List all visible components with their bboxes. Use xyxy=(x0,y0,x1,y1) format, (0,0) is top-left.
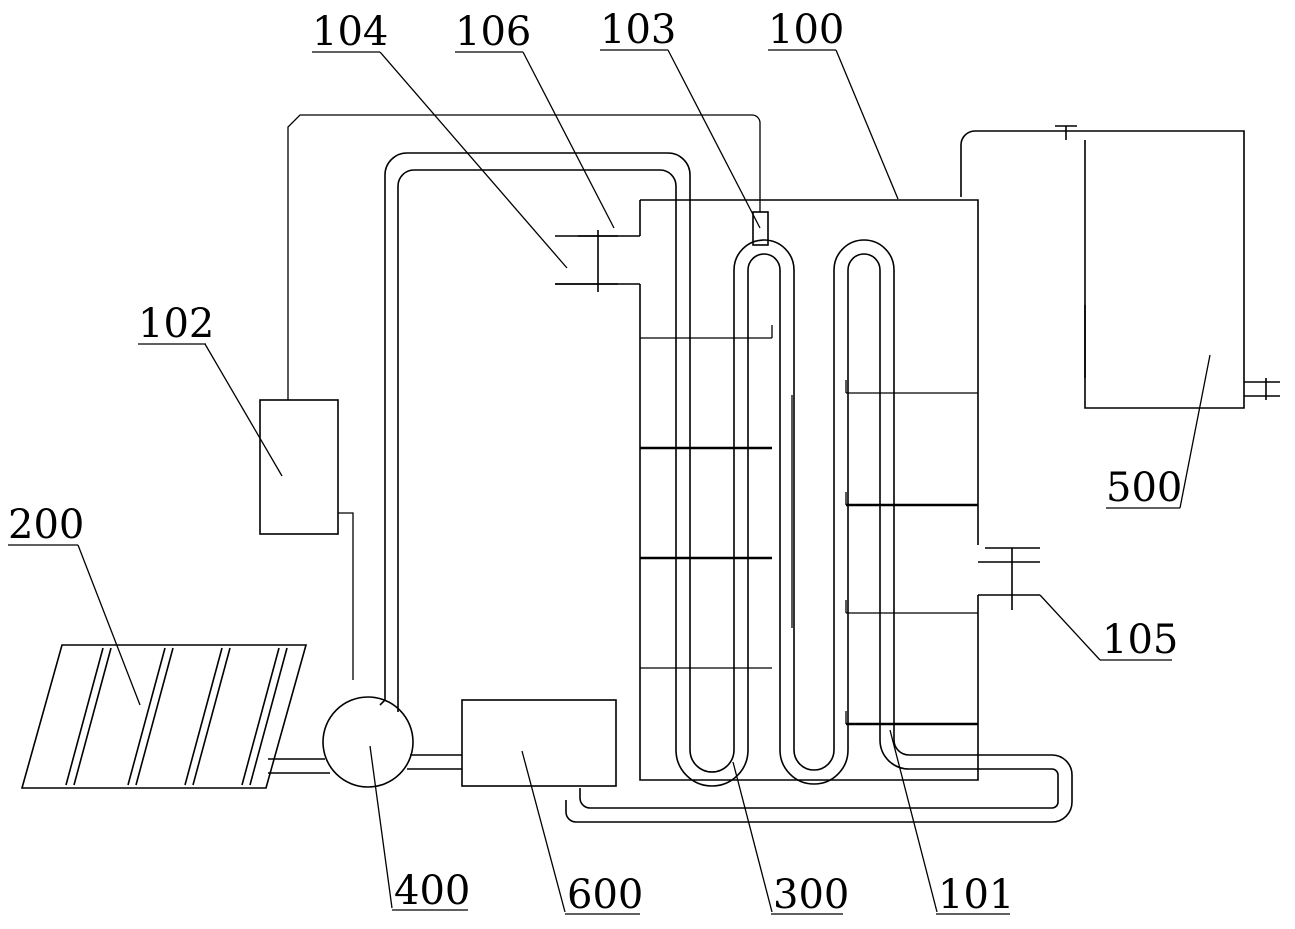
heat-exchange-coil xyxy=(379,152,1073,823)
label-100: 100 xyxy=(768,7,844,53)
controller-102 xyxy=(259,114,761,680)
solar-panel-200 xyxy=(20,644,330,789)
pump-400 xyxy=(322,696,462,788)
label-300: 300 xyxy=(773,872,849,918)
water-tank-500 xyxy=(960,125,1280,409)
main-tank xyxy=(555,199,1040,781)
reference-labels: 104 106 103 100 102 200 500 105 400 600 … xyxy=(8,7,1182,918)
label-106: 106 xyxy=(455,9,531,55)
label-104: 104 xyxy=(312,9,388,55)
label-500: 500 xyxy=(1106,465,1182,511)
label-103: 103 xyxy=(600,7,676,53)
fins-101 xyxy=(640,325,978,726)
label-200: 200 xyxy=(8,502,84,548)
label-400: 400 xyxy=(394,868,470,914)
label-102: 102 xyxy=(138,301,214,347)
label-105: 105 xyxy=(1102,617,1178,663)
valve-106 xyxy=(555,230,618,292)
valve-105 xyxy=(985,547,1040,610)
label-600: 600 xyxy=(567,872,643,918)
heater-600 xyxy=(461,699,617,787)
label-101: 101 xyxy=(938,872,1014,918)
leader-lines xyxy=(77,49,1211,913)
